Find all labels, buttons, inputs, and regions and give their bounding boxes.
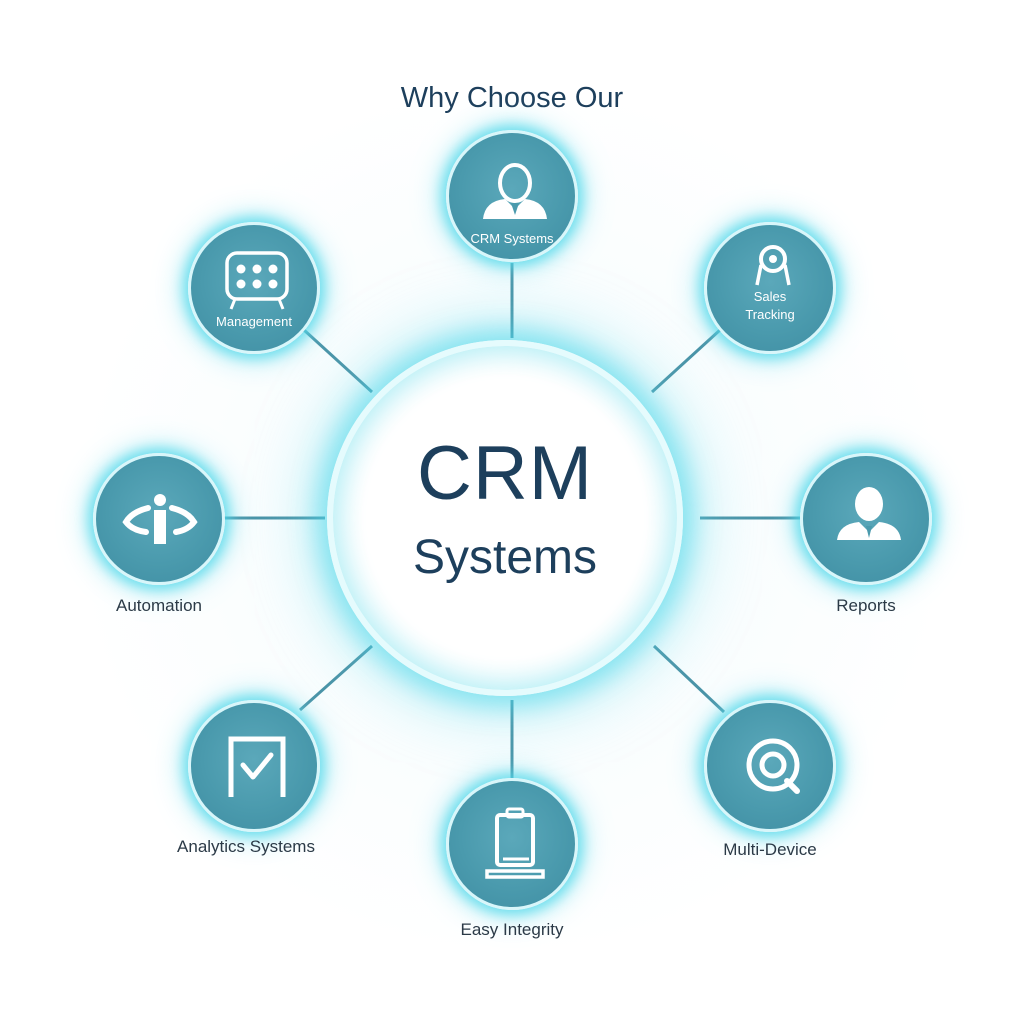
node-multi-device (704, 700, 836, 832)
location-pin-icon (755, 245, 791, 286)
checkbox-icon (228, 736, 286, 797)
node-automation-label: Automation (116, 596, 202, 615)
node-analytics-label: Analytics Systems (177, 837, 315, 856)
person-icon (837, 487, 901, 540)
node-automation (93, 453, 225, 585)
node-crm-systems: CRM Systems (446, 130, 578, 262)
node-sales-tracking: Sales Tracking (704, 222, 836, 354)
node-easy-integrity-label: Easy Integrity (460, 920, 564, 939)
node-easy-integrity (446, 778, 578, 910)
person-icon (483, 163, 547, 219)
node-crm-systems-label: CRM Systems (470, 231, 554, 246)
diagram-title: Why Choose Our (400, 82, 624, 114)
clipboard-device-icon (485, 807, 545, 879)
node-reports (800, 453, 932, 585)
node-sales-tracking-label-line1: Sales (753, 289, 787, 304)
node-reports-label: Reports (836, 596, 896, 615)
node-analytics (188, 700, 320, 832)
connector-bottom-left (299, 644, 373, 712)
dashboard-grid-icon (225, 251, 289, 310)
search-target-icon (746, 738, 800, 794)
node-management: Management (188, 222, 320, 354)
node-sales-tracking-label-line2: Tracking (745, 307, 795, 322)
node-multi-device-label: Multi-Device (723, 840, 817, 859)
hub-title: CRM (416, 431, 594, 516)
node-management-label: Management (216, 314, 292, 329)
connector-top-right (650, 328, 722, 394)
connector-top-left (302, 328, 374, 394)
crm-hub-circle: CRM Systems (327, 340, 683, 696)
hub-subtitle: Systems (412, 531, 598, 584)
connector-bottom-right (652, 644, 726, 714)
gesture-person-icon (122, 494, 198, 544)
